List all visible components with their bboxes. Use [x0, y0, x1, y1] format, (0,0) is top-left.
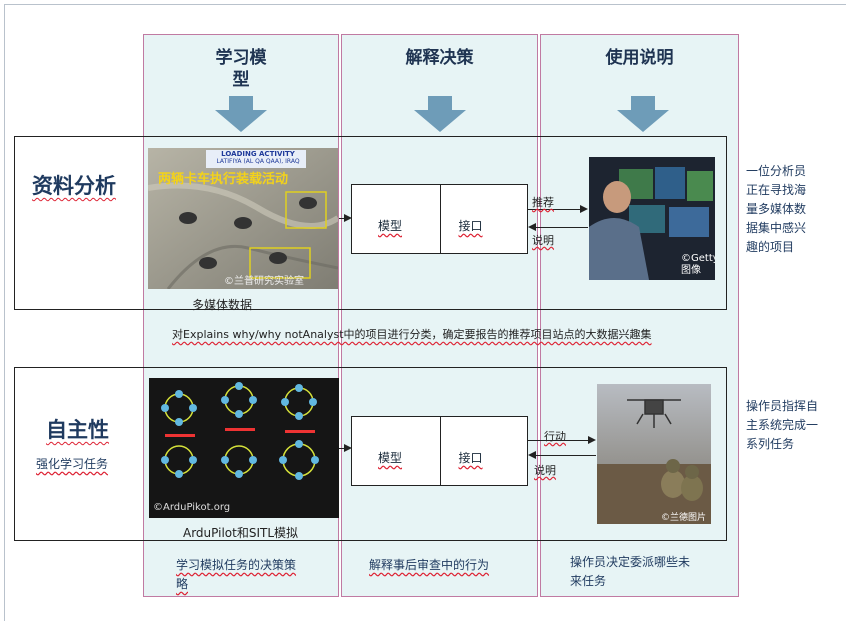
satellite-image-graphic — [148, 148, 338, 289]
footer-col2: 解释事后审查中的行为 — [369, 558, 490, 572]
arrow-right-icon — [580, 205, 588, 213]
model-interface-box: 模型 接口 — [351, 184, 528, 254]
footer-col3: 操作员决定委派哪些未 来任务 — [570, 555, 691, 588]
image-caption-ardupilot: ArduPilot和SITL模拟 — [183, 526, 299, 540]
footer-col1: 学习模拟任务的决策策 略 — [176, 558, 297, 591]
model-interface-box-2: 模型 接口 — [351, 416, 528, 486]
image-overlay-text: 两辆卡车执行装载活动 — [158, 172, 289, 187]
down-arrow-icon — [215, 96, 267, 132]
interface-label: 接口 — [439, 185, 528, 253]
column-explain-decision: 解释决策 — [341, 34, 538, 597]
row-data-analysis — [14, 136, 727, 310]
down-arrow-icon — [414, 96, 466, 132]
image-credit-ardupilot: ©ArduPikot.org — [153, 502, 231, 513]
photo-credit-2: ©兰德图片 — [661, 513, 707, 523]
arrow-head-icon — [344, 444, 352, 452]
column-title-usage: 使用说明 — [605, 48, 674, 68]
ardupilot-image: ©ArduPikot.org — [149, 378, 339, 518]
analyst-photo: ©Getty 图像 — [589, 157, 715, 280]
row1-bottom-text: 对Explains why/why notAnalyst中的项目进行分类，确定要… — [172, 328, 652, 341]
explain-arrow-line — [536, 227, 588, 228]
column-title-explain-decision: 解释决策 — [405, 48, 474, 68]
arrow-label-recommend: 推荐 — [532, 196, 554, 209]
column-title-learning-model: 学习模 型 — [215, 48, 267, 90]
explain-arrow-line-2 — [536, 455, 596, 456]
model-label-2: 模型 — [378, 451, 403, 465]
soldiers-photo: ©兰德图片 — [597, 384, 711, 524]
photo-credit: ©Getty 图像 — [681, 253, 715, 276]
arrow-right-icon — [588, 436, 596, 444]
side-note-analyst: 一位分析员 正在寻找海 量多媒体数 据集中感兴 趣的项目 — [746, 164, 807, 254]
side-note-operator: 操作员指挥自 主系统完成一 系列任务 — [746, 399, 819, 451]
row-subtitle-rl-task: 强化学习任务 — [36, 457, 109, 471]
analyst-photo-graphic — [589, 157, 715, 280]
image-banner: LOADING ACTIVITY — [221, 150, 295, 158]
action-arrow-line — [528, 440, 588, 441]
arrow-head-icon — [344, 214, 352, 222]
down-arrow-icon — [617, 96, 669, 132]
arrow-label-explain-2: 说明 — [534, 464, 556, 477]
soldiers-photo-graphic — [597, 384, 711, 524]
image-credit: ©兰普研究实验室 — [224, 276, 304, 287]
row-title-data-analysis: 资料分析 — [32, 173, 116, 198]
interface-label-2: 接口 — [439, 417, 528, 485]
arrow-label-explain: 说明 — [532, 234, 554, 247]
arrow-left-icon — [528, 223, 536, 231]
page-frame — [4, 4, 846, 621]
drone-configs-graphic — [149, 378, 339, 518]
arrow-left-icon — [528, 451, 536, 459]
satellite-image: LOADING ACTIVITY LATIFIYA (AL QA QAA), I… — [148, 148, 338, 289]
recommend-arrow-line — [528, 209, 580, 210]
model-label: 模型 — [378, 219, 403, 233]
row-title-autonomy: 自主性 — [46, 417, 109, 442]
arrow-label-action: 行动 — [544, 430, 566, 443]
image-caption-multimedia: 多媒体数据 — [192, 298, 253, 312]
row-autonomy — [14, 367, 727, 541]
image-banner-location: LATIFIYA (AL QA QAA), IRAQ — [216, 158, 300, 165]
